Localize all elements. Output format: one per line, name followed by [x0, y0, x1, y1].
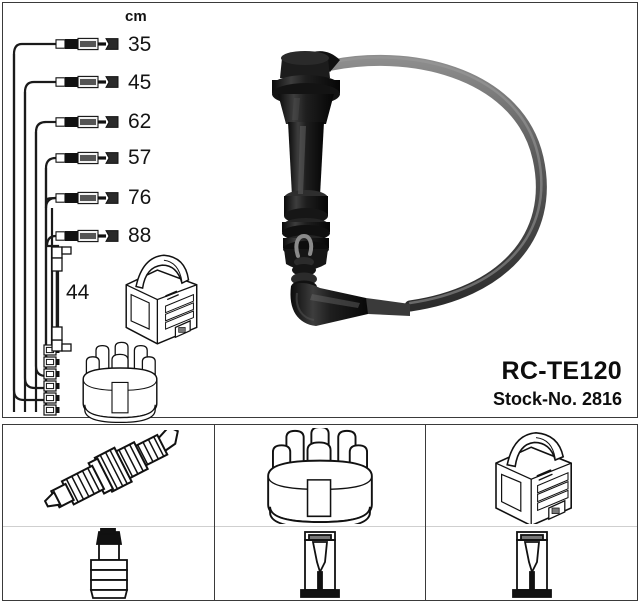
legend-panel-distributor-cap-bottom [215, 527, 426, 600]
ignition-coil-icon [494, 431, 572, 524]
legend-panel-distributor-cap [214, 425, 427, 600]
legend-panel-row [2, 424, 638, 601]
coil-terminal-icon [511, 530, 552, 598]
legend-panel-ignition-coil [426, 425, 638, 600]
distributor-terminal-icon [300, 530, 340, 598]
coil-lead-length: 44 [66, 281, 90, 304]
product-code: RC-TE120 [501, 357, 622, 385]
product-stock-number: Stock-No. 2816 [492, 389, 622, 409]
lead-length-3: 62 [128, 110, 152, 133]
legend-panel-spark-plug-bottom [3, 527, 214, 600]
lead-length-4: 57 [128, 146, 152, 169]
lead-length-6: 88 [128, 224, 152, 247]
legend-panel-ignition-coil-bottom [426, 527, 637, 600]
lead-length-2: 45 [128, 71, 152, 94]
unit-header: cm [125, 8, 147, 25]
cable-loop [326, 54, 547, 312]
legend-panel-distributor-cap-top [214, 425, 426, 527]
lead-length-1: 35 [128, 33, 152, 56]
legend-panel-spark-plug [3, 425, 215, 600]
spark-plug-boot-large [272, 51, 340, 270]
distributor-cap-icon [267, 427, 373, 524]
spark-plug-icon [44, 429, 180, 509]
legend-panel-spark-plug-top [3, 425, 214, 527]
lead-length-5: 76 [128, 186, 152, 209]
ignition-lead-photo [272, 51, 547, 326]
legend-panel-ignition-coil-top [426, 425, 638, 527]
straight-plug-boot-icon [90, 527, 129, 599]
coil-boot-small [290, 233, 410, 326]
